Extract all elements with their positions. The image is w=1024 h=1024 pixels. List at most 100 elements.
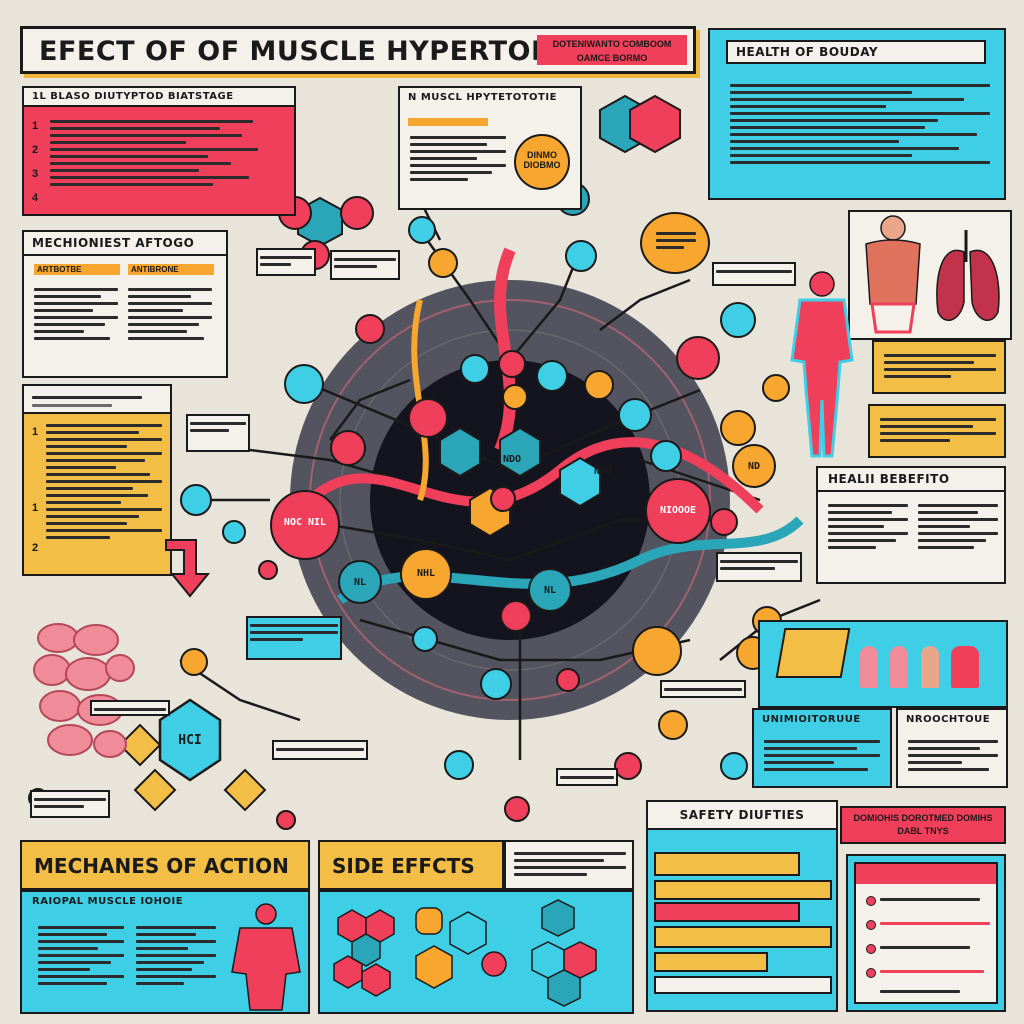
molecule-node xyxy=(400,548,452,600)
info-tag xyxy=(716,552,802,582)
mechanism-col-b: ANTIBRONE xyxy=(128,264,214,275)
molecule-node xyxy=(444,750,474,780)
info-tag xyxy=(660,680,746,698)
molecule-node xyxy=(556,668,580,692)
molecule-node xyxy=(276,810,296,830)
molecule-node xyxy=(658,710,688,740)
hypertrophy-card: N MUSCL HPYTETOTOTIE DINMO DIOBMO xyxy=(398,86,582,210)
anatomy-figure-icon xyxy=(790,271,854,458)
molecule-node xyxy=(502,384,528,410)
effects-list-text xyxy=(46,420,162,543)
health-benefits-panel: HEALII BEBEFITO xyxy=(816,466,1006,584)
molecule-node xyxy=(258,560,278,580)
effects-list-header xyxy=(24,386,170,414)
molecule-icon xyxy=(333,899,597,1007)
effects-list-panel: 1 1 2 xyxy=(22,384,172,576)
molecule-node xyxy=(528,568,572,612)
molecule-node xyxy=(338,560,382,604)
safety-bar xyxy=(654,952,768,972)
overview-heading: 1L BLASO DIUTYPTOD BIATSTAGE xyxy=(24,88,294,107)
molecule-node xyxy=(180,648,208,676)
molecule-node xyxy=(720,752,748,780)
molecule-node xyxy=(720,302,756,338)
molecule-node xyxy=(632,626,682,676)
health-benefits-col-a xyxy=(828,500,908,553)
molecule-node xyxy=(340,196,374,230)
safety-heading: SAFETY DIUFTIES xyxy=(648,802,836,830)
molecule-node xyxy=(480,668,512,700)
activity-figures xyxy=(860,646,1000,704)
molecule-label: NL xyxy=(353,577,367,588)
side-effects-diagram xyxy=(318,890,634,1014)
intestine-icon xyxy=(33,623,135,758)
info-card-right-heading: NROOCHTOUE xyxy=(906,714,991,725)
page-title: EFECT OF OF MUSCLE HYPERTOPPY xyxy=(39,36,592,67)
molecule-node xyxy=(565,240,597,272)
info-tag xyxy=(186,414,250,452)
hypertrophy-heading: N MUSCL HPYTETOTOTIE xyxy=(408,92,557,103)
safety-bar xyxy=(654,880,832,900)
info-tag xyxy=(712,262,796,286)
dosage-list xyxy=(854,862,998,1004)
safety-bar xyxy=(654,976,832,994)
side-effects-note xyxy=(504,840,634,890)
safety-bar xyxy=(654,926,832,948)
molecule-node xyxy=(504,796,530,822)
info-card-left-heading: UNIMIOITORUUE xyxy=(762,714,861,725)
health-benefits-heading: HEALII BEBEFITO xyxy=(818,468,1004,492)
overview-bullets: 1 2 3 4 xyxy=(32,120,39,204)
molecule-node xyxy=(710,508,738,536)
molecule-node xyxy=(270,490,340,560)
side-effects-banner: SIDE EFFCTS xyxy=(318,840,504,890)
molecule-node xyxy=(732,444,776,488)
muscle-diagram-text-a xyxy=(38,922,124,989)
molecule-node xyxy=(428,248,458,278)
molecule-node xyxy=(614,752,642,780)
side-effects-label: SIDE EFFCTS xyxy=(332,854,475,878)
title-banner: EFECT OF OF MUSCLE HYPERTOPPY DOTENIWANT… xyxy=(20,26,696,74)
arrow-icon xyxy=(165,539,211,598)
info-tag xyxy=(256,248,316,276)
molecule-node xyxy=(618,398,652,432)
health-text xyxy=(730,80,990,168)
safety-bar xyxy=(654,902,800,922)
info-card-left: UNIMIOITORUUE xyxy=(752,708,892,788)
molecule-node xyxy=(408,398,448,438)
muscle-diagram-heading: RAIOPAL MUSCLE IOHOIE xyxy=(32,896,184,907)
activity-panel xyxy=(758,620,1008,708)
molecule-node xyxy=(412,626,438,652)
dosage-tag: DOMIOHIS DOROTMED DOMIHS DABL TNYS xyxy=(840,806,1006,844)
benefit-note xyxy=(868,404,1006,458)
mechanism-text-b xyxy=(128,284,212,344)
activity-graphic xyxy=(775,628,851,678)
muscle-diagram-panel: RAIOPAL MUSCLE IOHOIE xyxy=(20,890,310,1014)
molecule-label: NDO xyxy=(502,454,522,465)
molecule-node xyxy=(408,216,436,244)
mechanism-action-banner: MECHANES OF ACTION xyxy=(20,840,310,890)
molecule-node xyxy=(676,336,720,380)
dosage-panel xyxy=(846,854,1006,1012)
molecule-node xyxy=(762,374,790,402)
overview-text xyxy=(50,116,276,190)
info-tag xyxy=(272,740,368,760)
hypertrophy-text xyxy=(410,132,506,185)
molecule-node xyxy=(645,478,711,544)
mechanism-col-a: ARTBOTBE xyxy=(34,264,120,275)
hypertrophy-highlight xyxy=(408,118,488,126)
molecule-node xyxy=(460,354,490,384)
molecule-label: NHD xyxy=(593,466,613,477)
molecule-node xyxy=(284,364,324,404)
benefit-note xyxy=(872,340,1006,394)
mechanism-text-a xyxy=(34,284,118,344)
molecule-label: NL xyxy=(543,585,557,596)
molecule-node xyxy=(330,430,366,466)
info-tag xyxy=(30,790,110,818)
molecule-label: ND xyxy=(747,461,761,472)
title-tag: DOTENIWANTO COMBOOM OAMCE BORMO xyxy=(537,35,687,65)
molecule-label: NIOOOE xyxy=(659,505,697,516)
health-heading: HEALTH OF BOUDAY xyxy=(726,40,986,64)
molecule-label: NHL xyxy=(416,568,436,579)
safety-bar xyxy=(654,852,800,876)
info-tag xyxy=(330,250,400,280)
muscle-diagram-text-b xyxy=(136,922,216,989)
